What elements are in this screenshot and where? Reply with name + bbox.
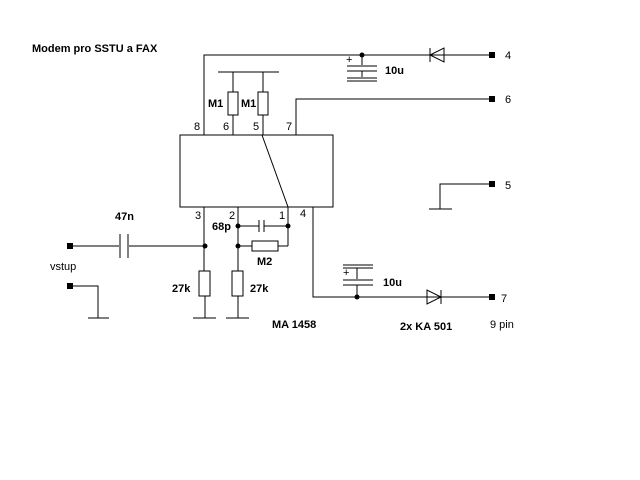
ic-name-label: MA 1458 (272, 319, 316, 331)
capacitor-top-label: 10u (385, 65, 404, 77)
ic-pin-4-label: 4 (300, 208, 306, 220)
resistor-m1-pin6 (227, 72, 239, 135)
connector-pin-5-label: 5 (505, 180, 511, 192)
resistor-right-label: 27k (250, 283, 269, 295)
diode-bottom (426, 289, 443, 305)
input-wire (67, 234, 206, 258)
capacitor-bottom-label: 10u (383, 277, 402, 289)
ic-body (179, 134, 334, 208)
ic-pin-3-label: 3 (195, 210, 201, 222)
resistor-left-label: 27k (172, 283, 191, 295)
resistor-27k-left (193, 207, 216, 319)
feedback-network (238, 207, 291, 252)
input-label: vstup (50, 261, 76, 273)
diode-top (428, 47, 445, 63)
ic-pin-2-label: 2 (229, 210, 235, 222)
ic-pin-7-label: 7 (286, 121, 292, 133)
capacitor-feedback-label: 68p (212, 221, 231, 233)
connector-pin-7 (489, 294, 495, 300)
diagram-title: Modem pro SSTU a FAX (32, 43, 158, 55)
connector-pin-6 (489, 96, 495, 102)
capacitor-top-plus: + (346, 54, 352, 66)
capacitor-input-label: 47n (115, 211, 134, 223)
connector-pin-7-label: 7 (501, 293, 507, 305)
connector-pin-6-label: 6 (505, 94, 511, 106)
ic-pin-6-label: 6 (223, 121, 229, 133)
capacitor-top (347, 55, 377, 82)
connector-pin-4-label: 4 (505, 50, 511, 62)
capacitor-bottom (343, 264, 373, 297)
resistor-27k-right (226, 207, 249, 319)
capacitor-bottom-plus: + (343, 267, 349, 279)
resistor-feedback-label: M2 (257, 256, 272, 268)
pin5-wire (439, 183, 492, 209)
ic-pin-8-label: 8 (194, 121, 200, 133)
resistor-m1-pin5-label: M1 (241, 98, 256, 110)
connector-pin-4 (489, 52, 495, 58)
ic-pin-1-label: 1 (279, 210, 285, 222)
bottom-rail (312, 207, 492, 300)
ic-pin-5-label: 5 (253, 121, 259, 133)
diodes-label: 2x KA 501 (400, 321, 452, 333)
resistor-m1-pin6-label: M1 (208, 98, 223, 110)
input-ground (67, 283, 109, 319)
ic-internal-link (261, 134, 289, 208)
pin7-wire (295, 98, 492, 135)
connector-label: 9 pin (490, 319, 514, 331)
resistor-m1-pin5 (257, 72, 269, 135)
connector-pin-5 (489, 181, 495, 187)
